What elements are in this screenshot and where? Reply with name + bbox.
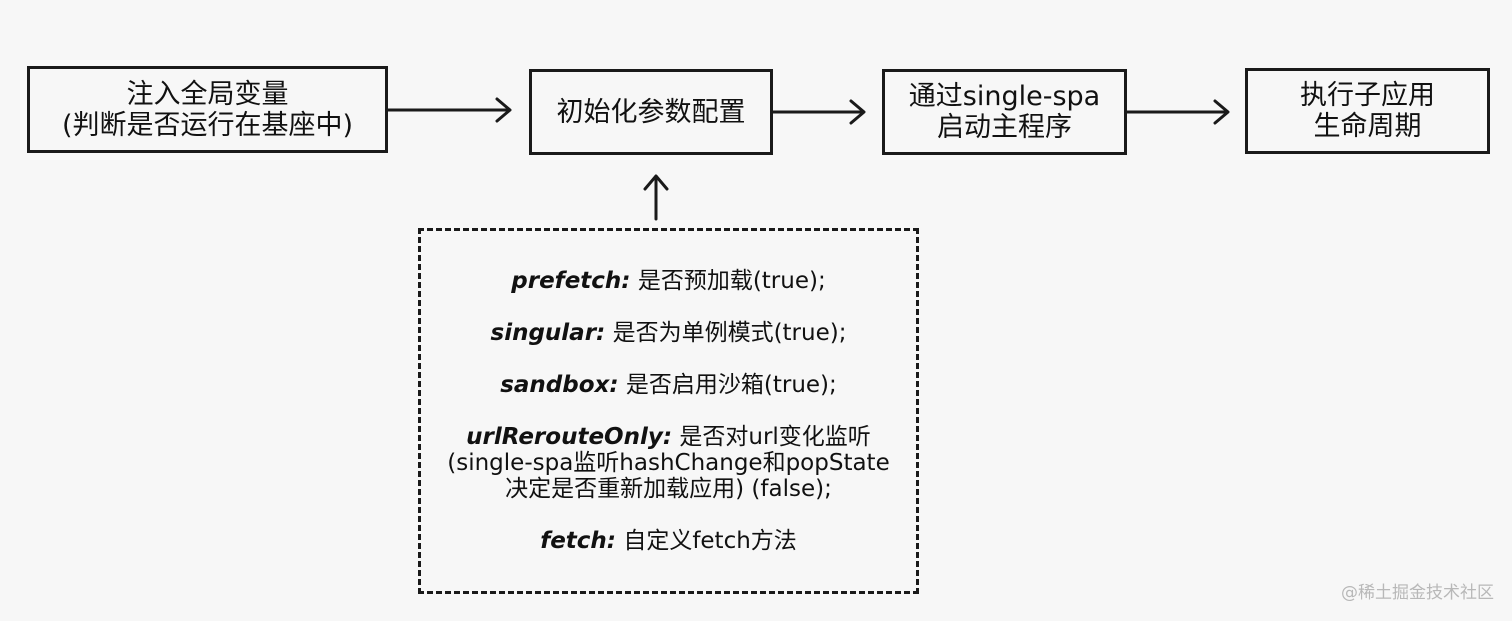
param-singular: singular: 是否为单例模式(true); — [491, 320, 847, 346]
param-prefetch-desc: 是否预加载(true); — [637, 268, 826, 294]
step-start-single-spa: 通过single-spa 启动主程序 — [882, 69, 1127, 155]
param-singular-key: singular: — [490, 320, 606, 346]
arrow-step3-to-step4 — [1125, 99, 1230, 125]
step-init-config: 初始化参数配置 — [529, 69, 773, 155]
arrow-step1-to-step2 — [386, 97, 512, 123]
config-options-box: prefetch: 是否预加载(true); singular: 是否为单例模式… — [418, 228, 919, 594]
step-4-line-2: 生命周期 — [1313, 111, 1422, 142]
step-4-line-1: 执行子应用 — [1300, 80, 1435, 111]
param-prefetch: prefetch: 是否预加载(true); — [511, 268, 825, 294]
param-fetch-desc: 自定义fetch方法 — [623, 528, 797, 554]
param-singular-desc: 是否为单例模式(true); — [612, 320, 847, 346]
param-url-reroute-only: urlRerouteOnly: 是否对url变化监听 (single-spa监听… — [447, 424, 889, 502]
param-url-reroute-only-line-3: 决定是否重新加载应用) (false); — [505, 476, 832, 502]
param-url-reroute-only-line-2: (single-spa监听hashChange和popState — [447, 450, 890, 476]
param-sandbox-key: sandbox: — [500, 372, 619, 398]
watermark: @稀土掘金技术社区 — [1341, 583, 1494, 603]
step-1-line-2: (判断是否运行在基座中) — [61, 109, 354, 141]
step-run-lifecycle: 执行子应用 生命周期 — [1245, 68, 1490, 154]
param-url-reroute-only-desc: 是否对url变化监听 — [679, 424, 871, 450]
step-1-line-1: 注入全局变量 — [126, 78, 289, 110]
param-fetch-key: fetch: — [540, 528, 616, 554]
param-fetch: fetch: 自定义fetch方法 — [540, 528, 797, 554]
arrow-config-to-step2 — [643, 174, 669, 221]
param-url-reroute-only-key: urlRerouteOnly: — [466, 424, 673, 450]
step-3-line-1: 通过single-spa — [908, 81, 1101, 112]
param-sandbox: sandbox: 是否启用沙箱(true); — [500, 372, 837, 398]
arrow-step2-to-step3 — [771, 99, 866, 125]
param-sandbox-desc: 是否启用沙箱(true); — [625, 372, 837, 398]
step-2-line-1: 初始化参数配置 — [556, 96, 746, 128]
step-inject-globals: 注入全局变量 (判断是否运行在基座中) — [27, 66, 388, 153]
step-3-line-2: 启动主程序 — [937, 112, 1072, 143]
param-prefetch-key: prefetch: — [511, 268, 631, 294]
